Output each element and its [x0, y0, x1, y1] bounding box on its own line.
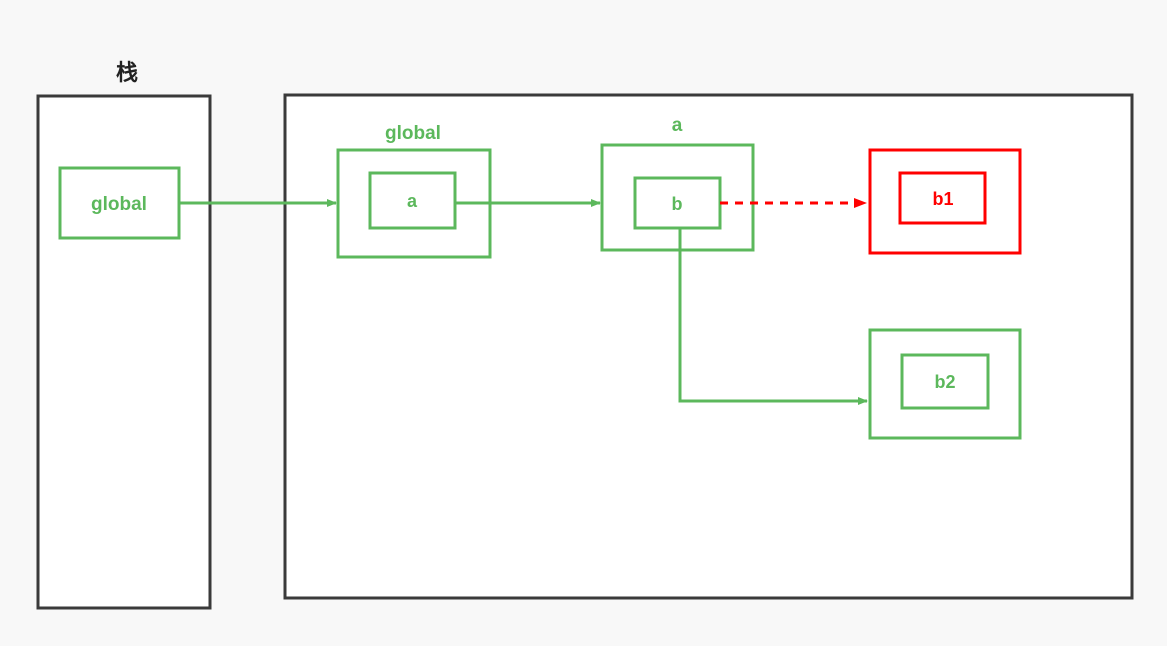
b1-object-inner[interactable] — [898, 171, 987, 225]
heap-container — [283, 93, 1134, 600]
b1-object-frame[interactable] — [868, 148, 1022, 255]
a-frame-slot-b-label: b — [672, 194, 683, 214]
global-frame-slot-a[interactable] — [368, 171, 457, 230]
a-frame-label: a — [672, 115, 683, 136]
b2-object-label: b2 — [934, 372, 955, 392]
global-frame-label: global — [385, 123, 441, 144]
b1-object-label: b1 — [932, 189, 953, 209]
b2-object-inner[interactable] — [900, 353, 990, 410]
a-frame[interactable] — [600, 143, 755, 252]
arrow-b-to-b2-elbow — [678, 228, 868, 405]
b2-object-frame[interactable] — [868, 328, 1022, 440]
global-frame-slot-a-label: a — [407, 191, 418, 211]
stack-container — [36, 94, 212, 610]
stack-title: 栈 — [116, 61, 138, 86]
stack-variable-label: global — [91, 194, 147, 215]
